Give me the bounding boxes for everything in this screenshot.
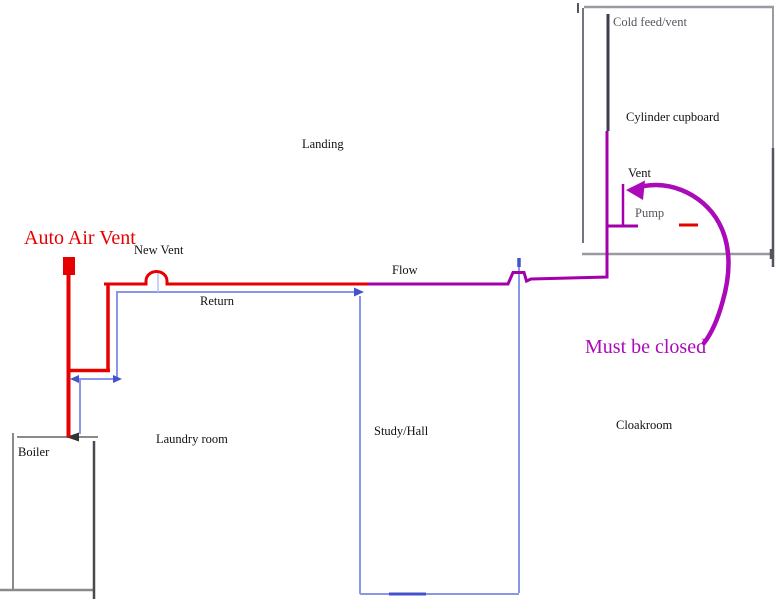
cylinder-cupboard-label: Cylinder cupboard — [626, 110, 720, 124]
cloakroom-label: Cloakroom — [616, 418, 673, 432]
must-be-closed-label: Must be closed — [585, 336, 707, 358]
return-pipe-arrow — [354, 287, 364, 297]
landing-label: Landing — [302, 137, 344, 151]
return-label: Return — [200, 294, 235, 308]
new-vent-label: New Vent — [134, 243, 184, 257]
return-bottom-arrow-left — [70, 375, 79, 383]
auto-air-vent-symbol — [63, 257, 75, 275]
boiler-label: Boiler — [18, 445, 50, 459]
flow-label: Flow — [392, 263, 418, 277]
pump-label: Pump — [635, 206, 665, 220]
boiler-inlet-arrow — [66, 432, 79, 442]
auto-air-vent-label: Auto Air Vent — [24, 227, 136, 249]
flow-pipe-red-with-new-vent-bump — [104, 270, 368, 286]
return-bottom-arrow-right — [113, 375, 122, 383]
vent-label: Vent — [628, 166, 651, 180]
laundry-room-label: Laundry room — [156, 432, 228, 446]
must-be-closed-curve — [628, 182, 731, 346]
cold-feed-vent-label: Cold feed/vent — [613, 15, 687, 29]
flow-pipe-purple — [368, 131, 609, 286]
study-hall-label: Study/Hall — [374, 424, 429, 438]
must-be-closed-arrowhead — [626, 180, 645, 200]
